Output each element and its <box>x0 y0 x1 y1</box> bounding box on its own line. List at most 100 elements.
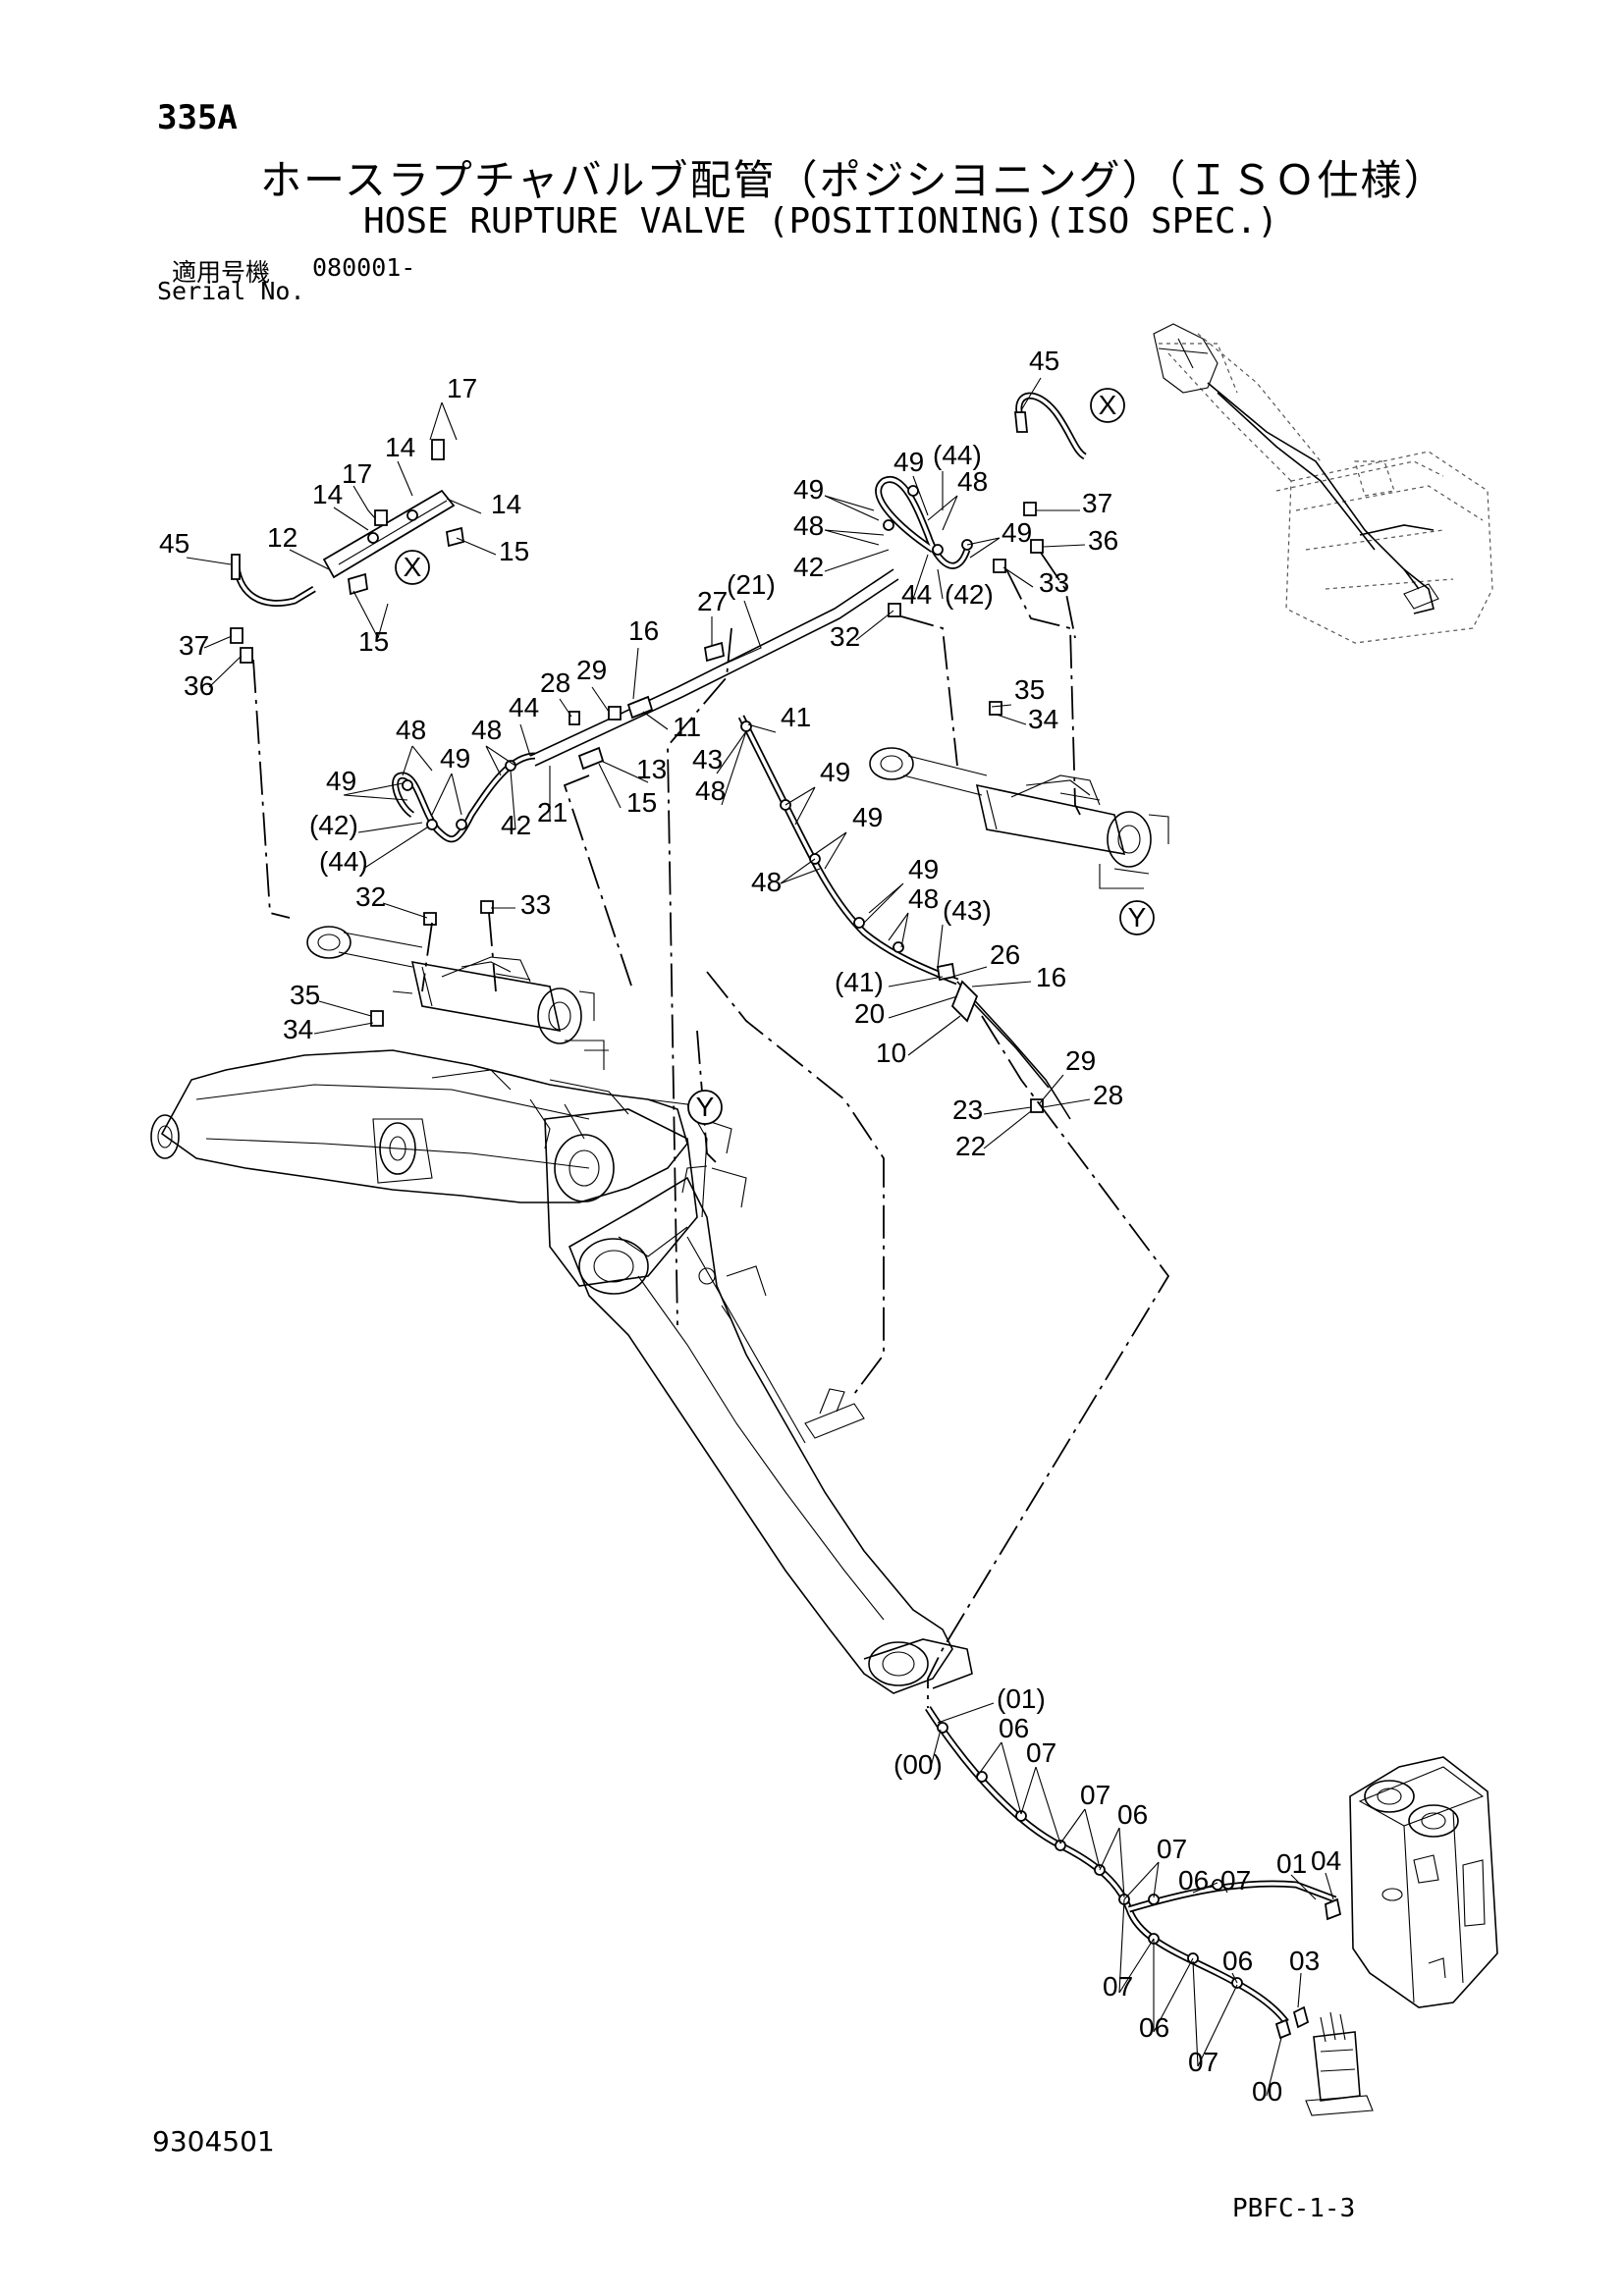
part-callout: 21 <box>537 797 568 828</box>
part-callout: 42 <box>793 552 824 582</box>
part-callout: 35 <box>1014 674 1045 705</box>
clamp-plate-left-top <box>322 489 456 579</box>
part-callout: 35 <box>290 980 320 1010</box>
part-callout: 33 <box>520 889 551 920</box>
document-number: 9304501 <box>152 2125 275 2158</box>
hose-loop-upper <box>875 475 971 569</box>
part-callout: 32 <box>355 881 386 912</box>
part-callout: 13 <box>636 754 667 784</box>
part-callout: 12 <box>267 522 298 553</box>
part-callout: 11 <box>673 712 701 742</box>
part-callout: 16 <box>1036 962 1066 992</box>
page-code: 335A <box>157 98 238 137</box>
view-marker: X <box>1090 388 1125 423</box>
part-callout: 20 <box>854 998 885 1029</box>
part-callout: 44 <box>509 692 539 722</box>
part-callout: (43) <box>943 895 992 926</box>
part-callout: 06 <box>1117 1799 1148 1830</box>
part-callout: 10 <box>876 1038 906 1068</box>
part-callout: 41 <box>781 702 811 732</box>
part-callout: 14 <box>385 432 415 462</box>
page-reference: PBFC-1-3 <box>1232 2194 1356 2223</box>
part-callout: 01 <box>1276 1848 1307 1879</box>
part-callout: 23 <box>952 1095 983 1125</box>
part-callout: 00 <box>1252 2076 1282 2107</box>
part-callout: 49 <box>820 757 850 787</box>
part-callout: 48 <box>471 715 502 745</box>
left-hydraulic-cylinder <box>306 926 609 1070</box>
part-callout: 06 <box>1139 2012 1169 2043</box>
part-callout: (21) <box>727 569 776 600</box>
page-title-english: HOSE RUPTURE VALVE (POSITIONING)(ISO SPE… <box>363 201 1278 241</box>
part-callout: (42) <box>945 579 994 610</box>
page-title-japanese: ホースラプチャバルブ配管（ポジシヨニング）（ＩＳＯ仕様） <box>260 156 1447 204</box>
part-callout: (44) <box>933 440 982 470</box>
part-callout: 34 <box>283 1014 313 1044</box>
part-callout: 14 <box>312 479 343 509</box>
part-callout: 37 <box>179 630 209 661</box>
hose-left-top <box>231 554 316 607</box>
part-callout: 22 <box>955 1131 986 1161</box>
part-callout: 43 <box>692 744 723 774</box>
view-marker-letter: X <box>404 552 422 582</box>
view-marker-circle <box>395 550 430 585</box>
part-callout: 29 <box>576 655 607 685</box>
fitting-parts <box>230 439 1342 2040</box>
part-callout: (01) <box>997 1683 1046 1714</box>
part-callout: 06 <box>999 1713 1029 1743</box>
part-callout: (42) <box>309 810 358 840</box>
part-callout: 48 <box>957 466 988 497</box>
view-marker: X <box>395 550 430 585</box>
part-callout: 36 <box>184 670 214 701</box>
part-callout: 15 <box>626 787 657 818</box>
part-callout: 14 <box>491 489 521 519</box>
part-callout: 45 <box>159 528 189 559</box>
part-callout: 48 <box>908 883 939 914</box>
control-valve-block <box>1349 1756 1498 2008</box>
boom-arm-assembly <box>150 1049 973 1694</box>
part-callout: 28 <box>1093 1080 1123 1110</box>
part-callout: 07 <box>1103 1971 1133 2002</box>
routing-centerlines <box>252 552 1170 1708</box>
part-callout: 07 <box>1080 1780 1110 1810</box>
part-callout: 33 <box>1039 567 1069 598</box>
part-callout: 48 <box>751 867 782 897</box>
part-callout: 16 <box>628 615 659 646</box>
part-callout: 49 <box>908 854 939 884</box>
view-marker-circle <box>1090 388 1125 423</box>
hose-rupture-valve-part <box>1305 2011 1374 2116</box>
part-callout: 28 <box>540 667 570 698</box>
part-callout: 37 <box>1082 488 1112 518</box>
part-callout: 34 <box>1028 704 1058 734</box>
part-callout: 07 <box>1157 1834 1187 1864</box>
view-marker-letter: Y <box>1128 902 1147 933</box>
view-marker: Y <box>1119 900 1155 935</box>
serial-number-value: 080001- <box>312 253 416 282</box>
part-callout: 07 <box>1026 1737 1056 1768</box>
part-callout: 15 <box>499 536 529 566</box>
view-marker-letter: X <box>1099 390 1117 420</box>
part-callout: 44 <box>901 579 932 610</box>
part-callout: 07 <box>1188 2047 1218 2077</box>
leader-lines <box>186 377 1334 2097</box>
hose-right-top <box>1014 392 1088 460</box>
view-marker-circle <box>687 1090 723 1125</box>
part-callout: 49 <box>326 766 356 796</box>
view-marker-circle <box>1119 900 1155 935</box>
hose-loop-lower <box>392 752 536 843</box>
right-hydraulic-cylinder <box>869 747 1169 889</box>
steel-pipe-upper <box>529 568 899 767</box>
part-callout: 49 <box>893 447 924 477</box>
part-callout: 29 <box>1065 1045 1096 1076</box>
steel-pipe-lower <box>956 981 1071 1120</box>
part-callout: 36 <box>1088 525 1118 556</box>
part-callout: (00) <box>893 1749 943 1780</box>
part-callout: 17 <box>342 458 372 489</box>
part-callout: 07 <box>1220 1865 1251 1896</box>
part-callout: 48 <box>695 775 726 806</box>
part-callout: 42 <box>501 810 531 840</box>
part-callout: 48 <box>793 510 824 541</box>
